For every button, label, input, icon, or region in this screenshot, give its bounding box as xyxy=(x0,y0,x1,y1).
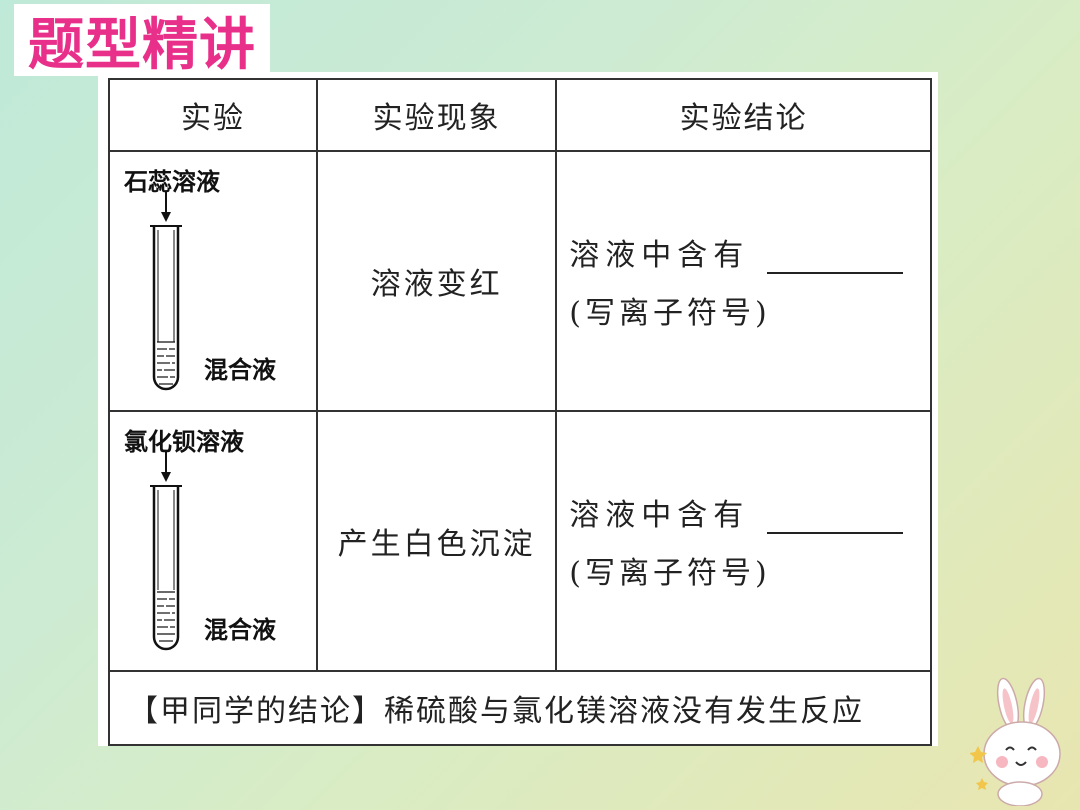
section-title: 题型精讲 xyxy=(28,12,256,78)
apparatus-cell: 石蕊溶液 xyxy=(108,150,318,412)
experiment-card: 实验 实验现象 实验结论 石蕊溶液 xyxy=(98,72,938,746)
student-conclusion: 【甲同学的结论】稀硫酸与氯化镁溶液没有发生反应 xyxy=(108,670,932,746)
phenomenon-cell: 溶液变红 xyxy=(315,150,558,412)
phenomenon-cell: 产生白色沉淀 xyxy=(315,410,558,672)
reagent-label: 氯化钡溶液 xyxy=(124,428,244,456)
conclusion-text: 溶液中含有 xyxy=(569,238,750,273)
test-tube-icon xyxy=(150,192,182,391)
apparatus-cell: 氯化钡溶液 xyxy=(108,410,318,672)
conclusion-cell: 溶液中含有 (写离子符号) xyxy=(555,410,932,672)
conclusion-cell: 溶液中含有 (写离子符号) xyxy=(555,150,932,412)
table-header-row: 实验 实验现象 实验结论 xyxy=(108,78,932,152)
table-row: 石蕊溶液 xyxy=(108,150,932,412)
header-phenomenon: 实验现象 xyxy=(315,78,558,152)
answer-blank[interactable] xyxy=(767,242,904,274)
conclusion-hint: (写离子符号) xyxy=(569,556,771,591)
reagent-label: 石蕊溶液 xyxy=(124,168,220,196)
rabbit-mascot-icon xyxy=(970,677,1061,806)
answer-blank[interactable] xyxy=(767,502,904,534)
section-title-box: 题型精讲 xyxy=(14,4,270,78)
conclusion-hint: (写离子符号) xyxy=(569,296,771,331)
mixture-label: 混合液 xyxy=(204,356,276,384)
mixture-label: 混合液 xyxy=(204,616,276,644)
table-row: 氯化钡溶液 xyxy=(108,410,932,672)
header-conclusion: 实验结论 xyxy=(555,78,932,152)
experiment-table: 实验 实验现象 实验结论 石蕊溶液 xyxy=(108,78,932,746)
table-footer-row: 【甲同学的结论】稀硫酸与氯化镁溶液没有发生反应 xyxy=(108,670,932,746)
conclusion-text: 溶液中含有 xyxy=(569,498,750,533)
test-tube-icon xyxy=(150,452,182,651)
header-experiment: 实验 xyxy=(108,78,318,152)
